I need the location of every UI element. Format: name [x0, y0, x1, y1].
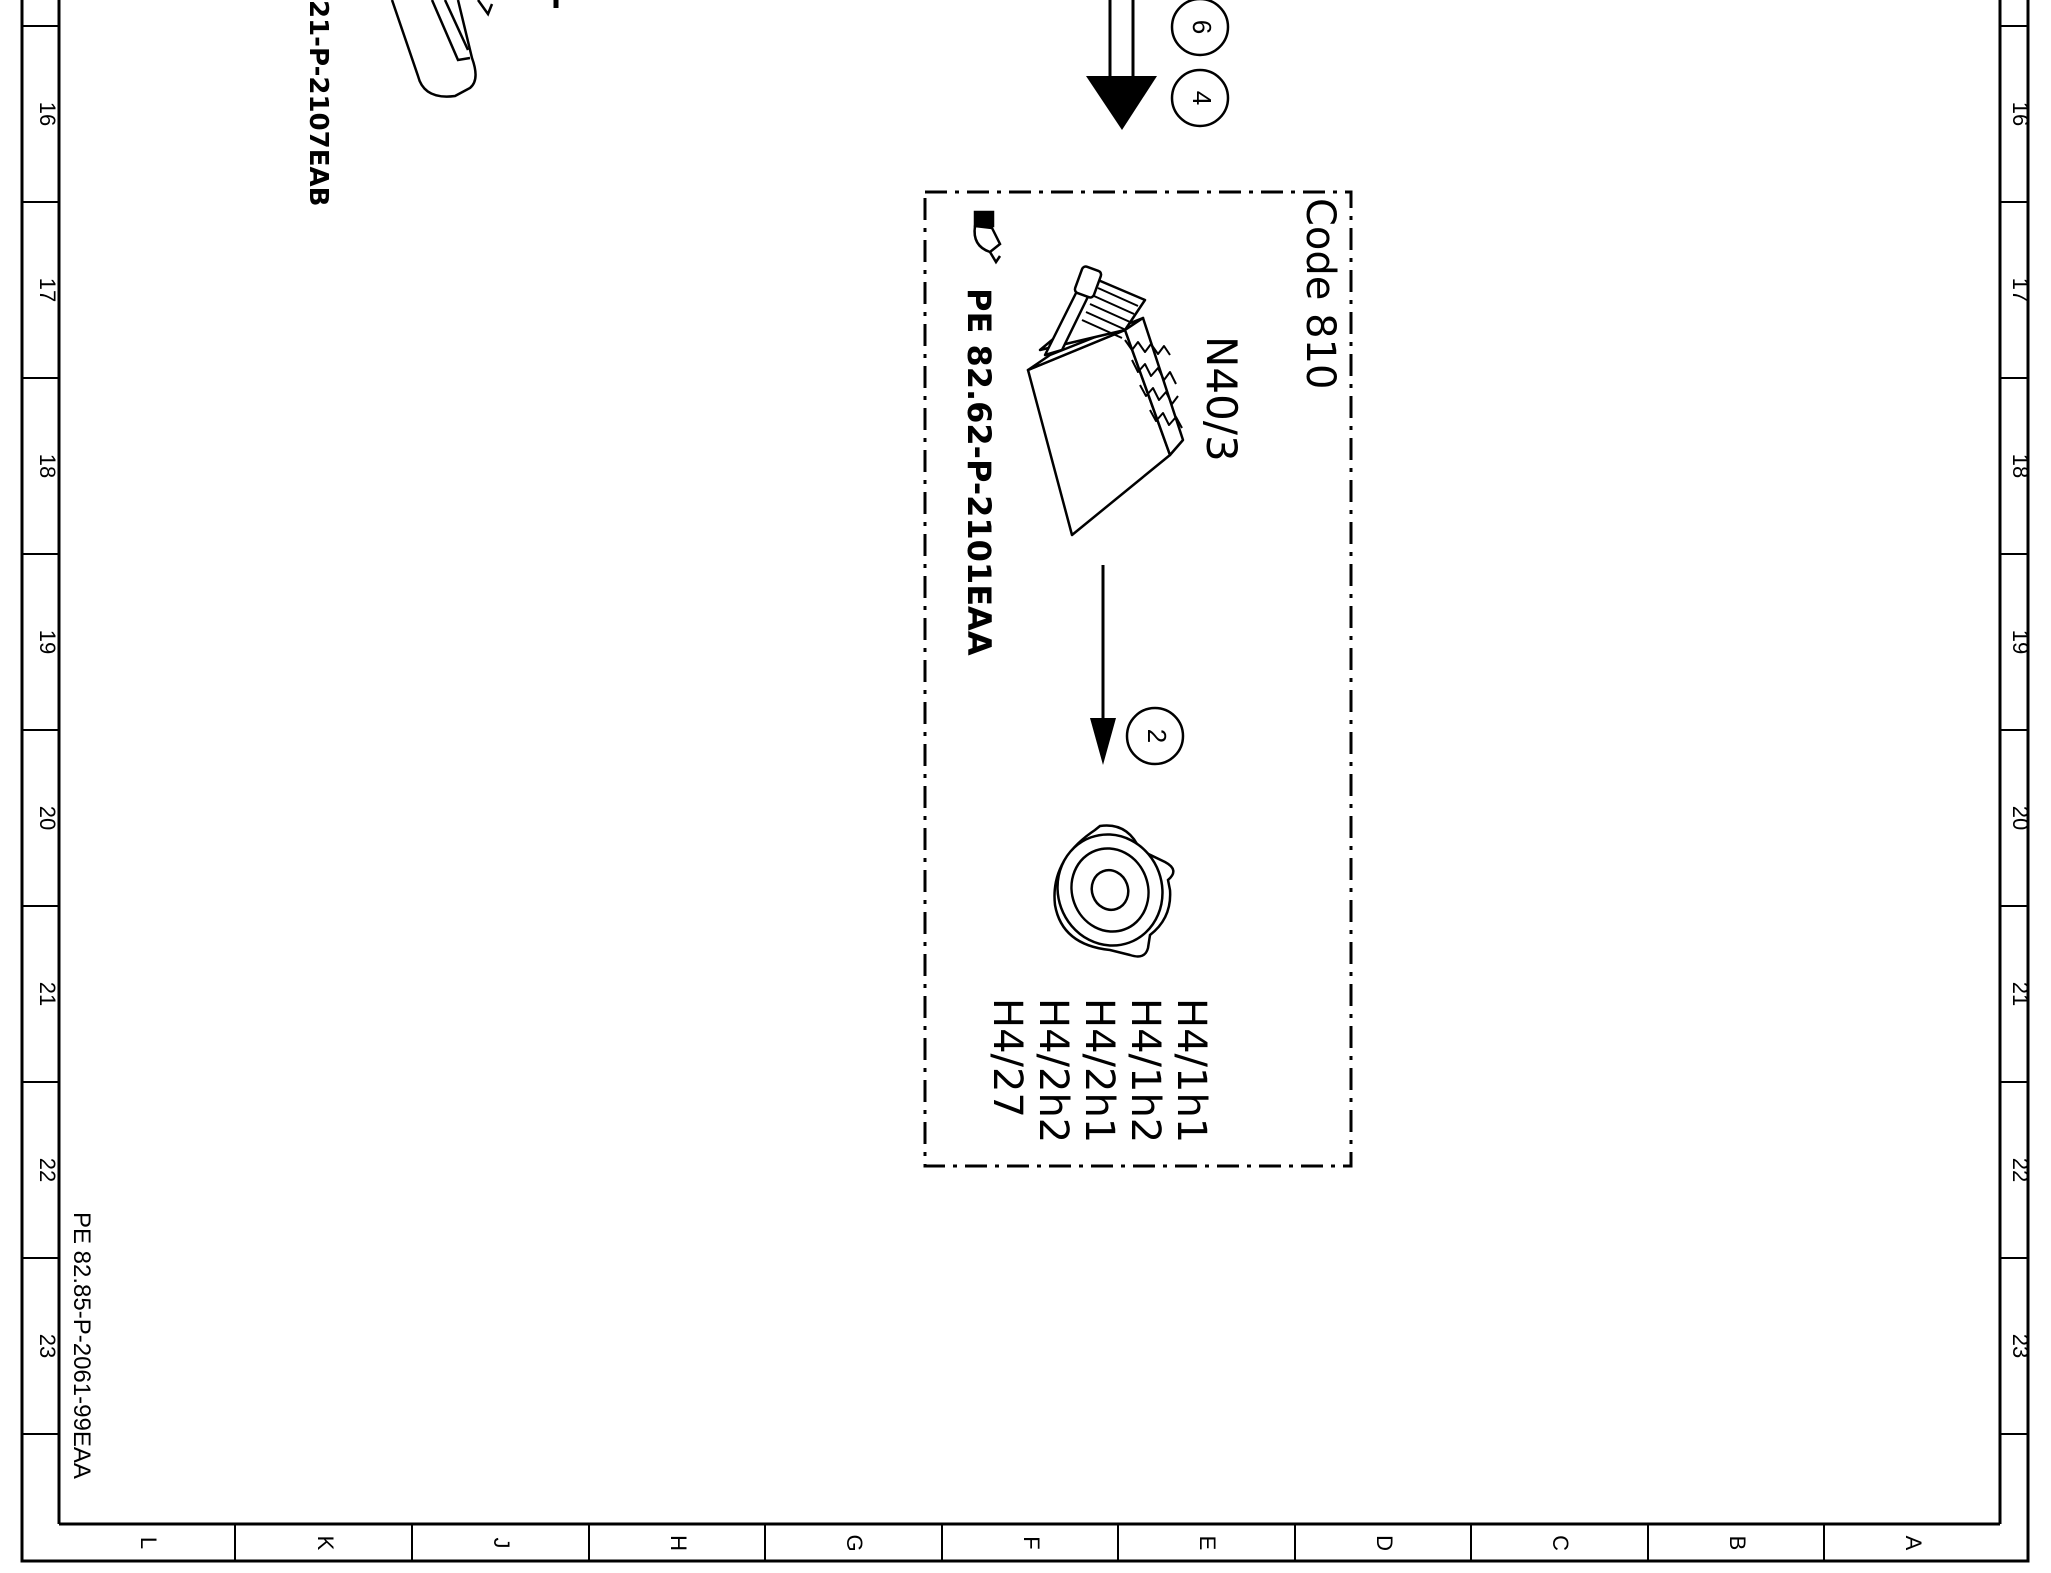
module-reference: PE 82.62-P-2101EAA [960, 288, 998, 656]
row-label: 23 [35, 1334, 60, 1358]
row-label: 20 [35, 806, 60, 830]
row-labels-right: 16 17 18 19 20 21 22 23 [2008, 102, 2033, 1358]
row-label: 17 [35, 278, 60, 302]
pointing-hand-icon [973, 210, 1002, 265]
column-label: G [842, 1534, 867, 1551]
column-label: K [313, 1536, 338, 1551]
sheet-frame [20, 0, 2030, 1563]
amplifier-module-icon [1026, 265, 1185, 537]
row-label: 22 [35, 1158, 60, 1182]
column-labels: L K J H G F E D C B A [136, 1534, 1926, 1551]
row-label: 16 [35, 102, 60, 126]
speaker-icon [1053, 824, 1175, 958]
speaker-label: H4/27 [984, 998, 1030, 1118]
column-label: F [1019, 1536, 1044, 1549]
column-label: C [1548, 1535, 1573, 1551]
column-label: J [489, 1538, 514, 1549]
callout-number: 6 [1187, 20, 1217, 34]
column-label: H [666, 1535, 691, 1551]
code-option-box [923, 190, 1353, 1168]
column-label: E [1195, 1536, 1220, 1551]
speaker-labels: H4/1h1 H4/1h2 H4/2h1 H4/2h2 H4/27 [984, 998, 1214, 1143]
code-label: Code 810 [1297, 198, 1343, 389]
row-label: 21 [35, 982, 60, 1006]
module-label: N40/3 [1197, 336, 1246, 462]
row-label: 23 [2008, 1334, 2033, 1358]
row-label: 19 [35, 630, 60, 654]
speaker-label: H4/2h1 [1076, 998, 1122, 1143]
speaker-label: H4/1h2 [1122, 998, 1168, 1143]
column-label: L [136, 1537, 161, 1549]
callout-circle-box: 2 [1125, 706, 1185, 766]
row-label: 17 [2008, 278, 2033, 302]
column-zone-ticks [234, 1524, 1825, 1561]
callout-circles-top: 6 4 [1170, 0, 1230, 128]
speaker-label: H4/2h2 [1030, 998, 1076, 1143]
row-labels-left: 16 17 18 19 20 21 22 23 [35, 102, 60, 1358]
sheet-reference: PE 82.85-P-2061-99EAA [68, 1212, 95, 1479]
row-label: 22 [2008, 1158, 2033, 1182]
row-label: 18 [35, 454, 60, 478]
partial-part-reference: 21-P-2107EAB [303, 0, 333, 206]
partial-component-drawing [390, 0, 559, 98]
incoming-connection-arrow [1086, 0, 1157, 130]
row-zone-ticks [22, 25, 2028, 1435]
row-label: 19 [2008, 630, 2033, 654]
column-label: A [1901, 1536, 1926, 1551]
column-label: D [1372, 1535, 1397, 1551]
speaker-label: H4/1h1 [1168, 998, 1214, 1143]
row-label: 21 [2008, 982, 2033, 1006]
module-to-speaker-arrow [1090, 565, 1116, 765]
callout-number: 4 [1187, 91, 1217, 105]
row-label: 18 [2008, 454, 2033, 478]
column-label: B [1725, 1536, 1750, 1551]
row-label: 20 [2008, 806, 2033, 830]
row-label: 16 [2008, 102, 2033, 126]
callout-number: 2 [1142, 729, 1172, 743]
